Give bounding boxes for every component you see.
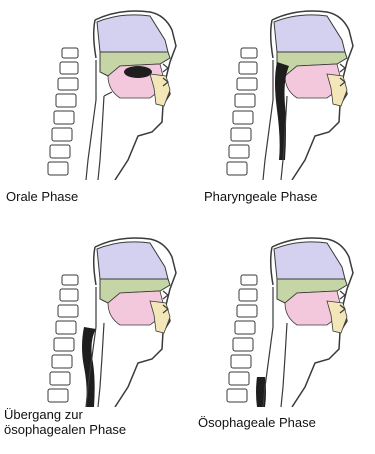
bolus — [124, 66, 152, 78]
nasal-cavity — [97, 242, 168, 279]
caption-pharyngeal-phase: Pharyngeale Phase — [204, 189, 317, 204]
nasal-cavity — [274, 242, 345, 279]
epiglottis — [104, 92, 112, 96]
pharynx — [86, 60, 104, 180]
panel-esophageal-phase: Ösophageale Phase — [187, 227, 374, 454]
caption-line: Übergang zur — [4, 407, 126, 422]
caption-line: ösophagealen Phase — [4, 422, 126, 437]
caption-line: Ösophageale Phase — [198, 415, 316, 430]
spine — [227, 275, 257, 402]
caption-line: Orale Phase — [6, 189, 78, 204]
caption-esophageal-phase: Ösophageale Phase — [198, 415, 316, 430]
panel-oral-phase: Orale Phase — [0, 0, 187, 227]
caption-line: Pharyngeale Phase — [204, 189, 317, 204]
spine — [227, 48, 257, 175]
caption-transition-phase: Übergang zur ösophagealen Phase — [4, 407, 126, 437]
nasal-cavity — [274, 15, 345, 52]
pharyngeal-phase-illustration — [187, 0, 374, 180]
esophageal-phase-illustration — [187, 227, 374, 407]
oral-phase-illustration — [0, 0, 187, 180]
panel-transition-phase: Übergang zur ösophagealen Phase — [0, 227, 187, 454]
transition-phase-illustration — [0, 227, 187, 407]
pharynx — [263, 287, 287, 407]
spine — [48, 275, 78, 402]
spine — [48, 48, 78, 175]
panel-pharyngeal-phase: Pharyngeale Phase — [187, 0, 374, 227]
caption-oral-phase: Orale Phase — [6, 189, 78, 204]
nasal-cavity — [97, 15, 168, 52]
